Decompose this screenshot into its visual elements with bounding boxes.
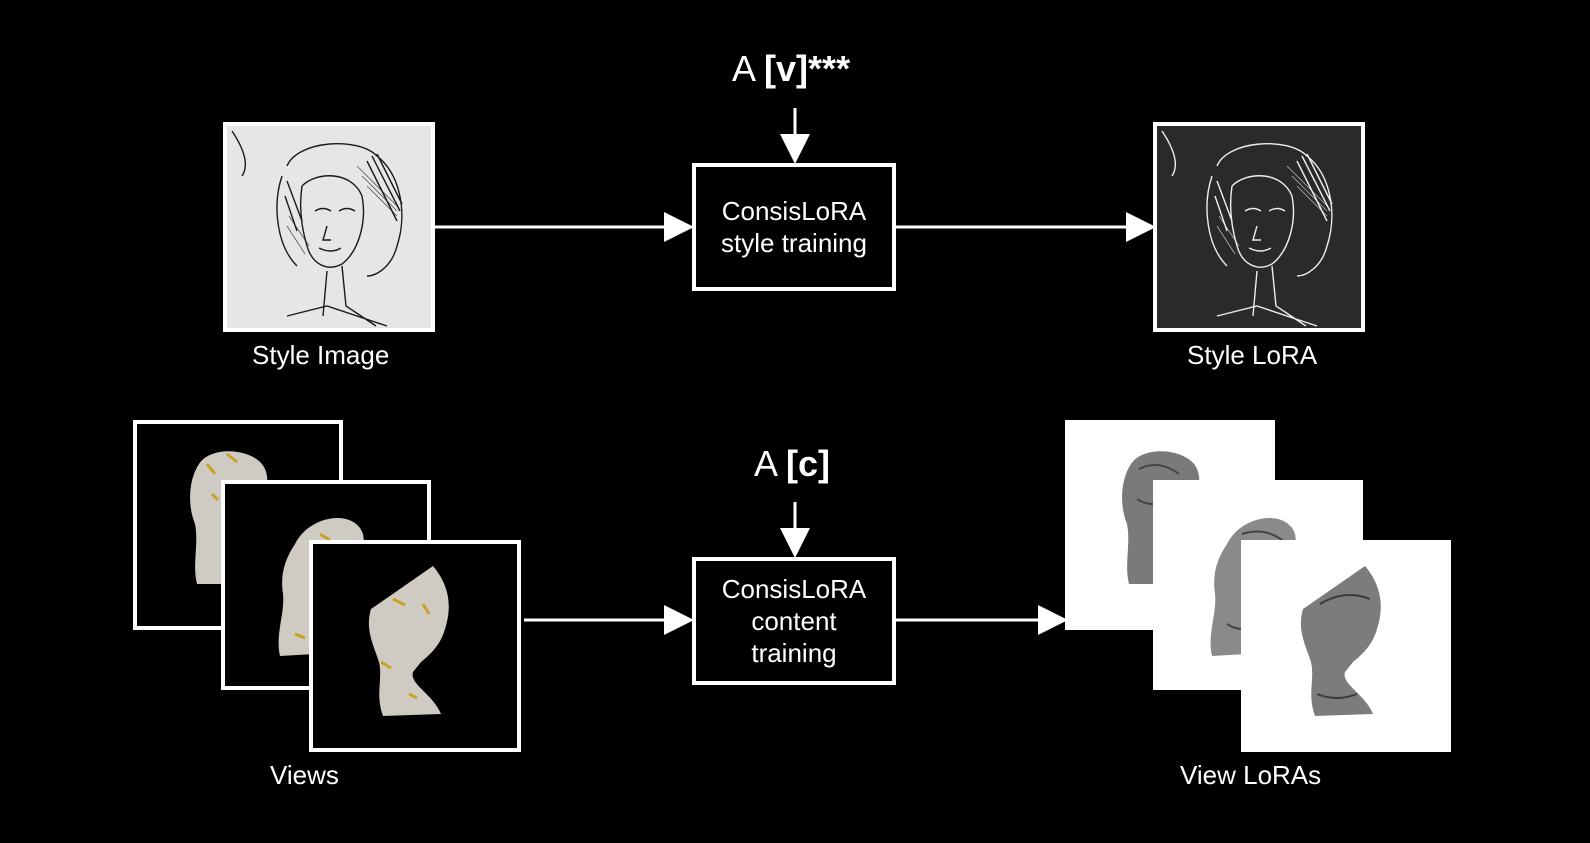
content-prompt-token: [c]	[786, 443, 831, 484]
views-caption: Views	[270, 760, 339, 790]
style-prompt: A [v]***	[732, 48, 850, 90]
view-image-3	[309, 540, 521, 752]
style-training-label: ConsisLoRA style training	[721, 196, 867, 258]
content-training-box: ConsisLoRA content training	[692, 557, 896, 685]
bust-view-3-image	[368, 566, 449, 716]
content-prompt-prefix: A	[754, 443, 777, 484]
style-image	[223, 122, 435, 332]
content-prompt: A [c]	[754, 443, 830, 485]
style-lora-caption: Style LoRA	[1187, 340, 1318, 370]
bust-lora-3-image	[1300, 566, 1381, 716]
sketch-portrait-image	[227, 126, 431, 328]
style-lora-output	[1153, 122, 1365, 332]
style-training-box: ConsisLoRA style training	[692, 163, 896, 291]
style-image-caption: Style Image	[252, 340, 390, 370]
content-training-label: ConsisLoRA content training	[721, 574, 867, 668]
style-prompt-token: [v]***	[764, 48, 851, 89]
style-prompt-prefix: A	[732, 48, 755, 89]
view-lora-3	[1241, 540, 1451, 752]
view-loras-caption: View LoRAs	[1180, 760, 1322, 790]
inverted-sketch-portrait-image	[1157, 126, 1361, 328]
